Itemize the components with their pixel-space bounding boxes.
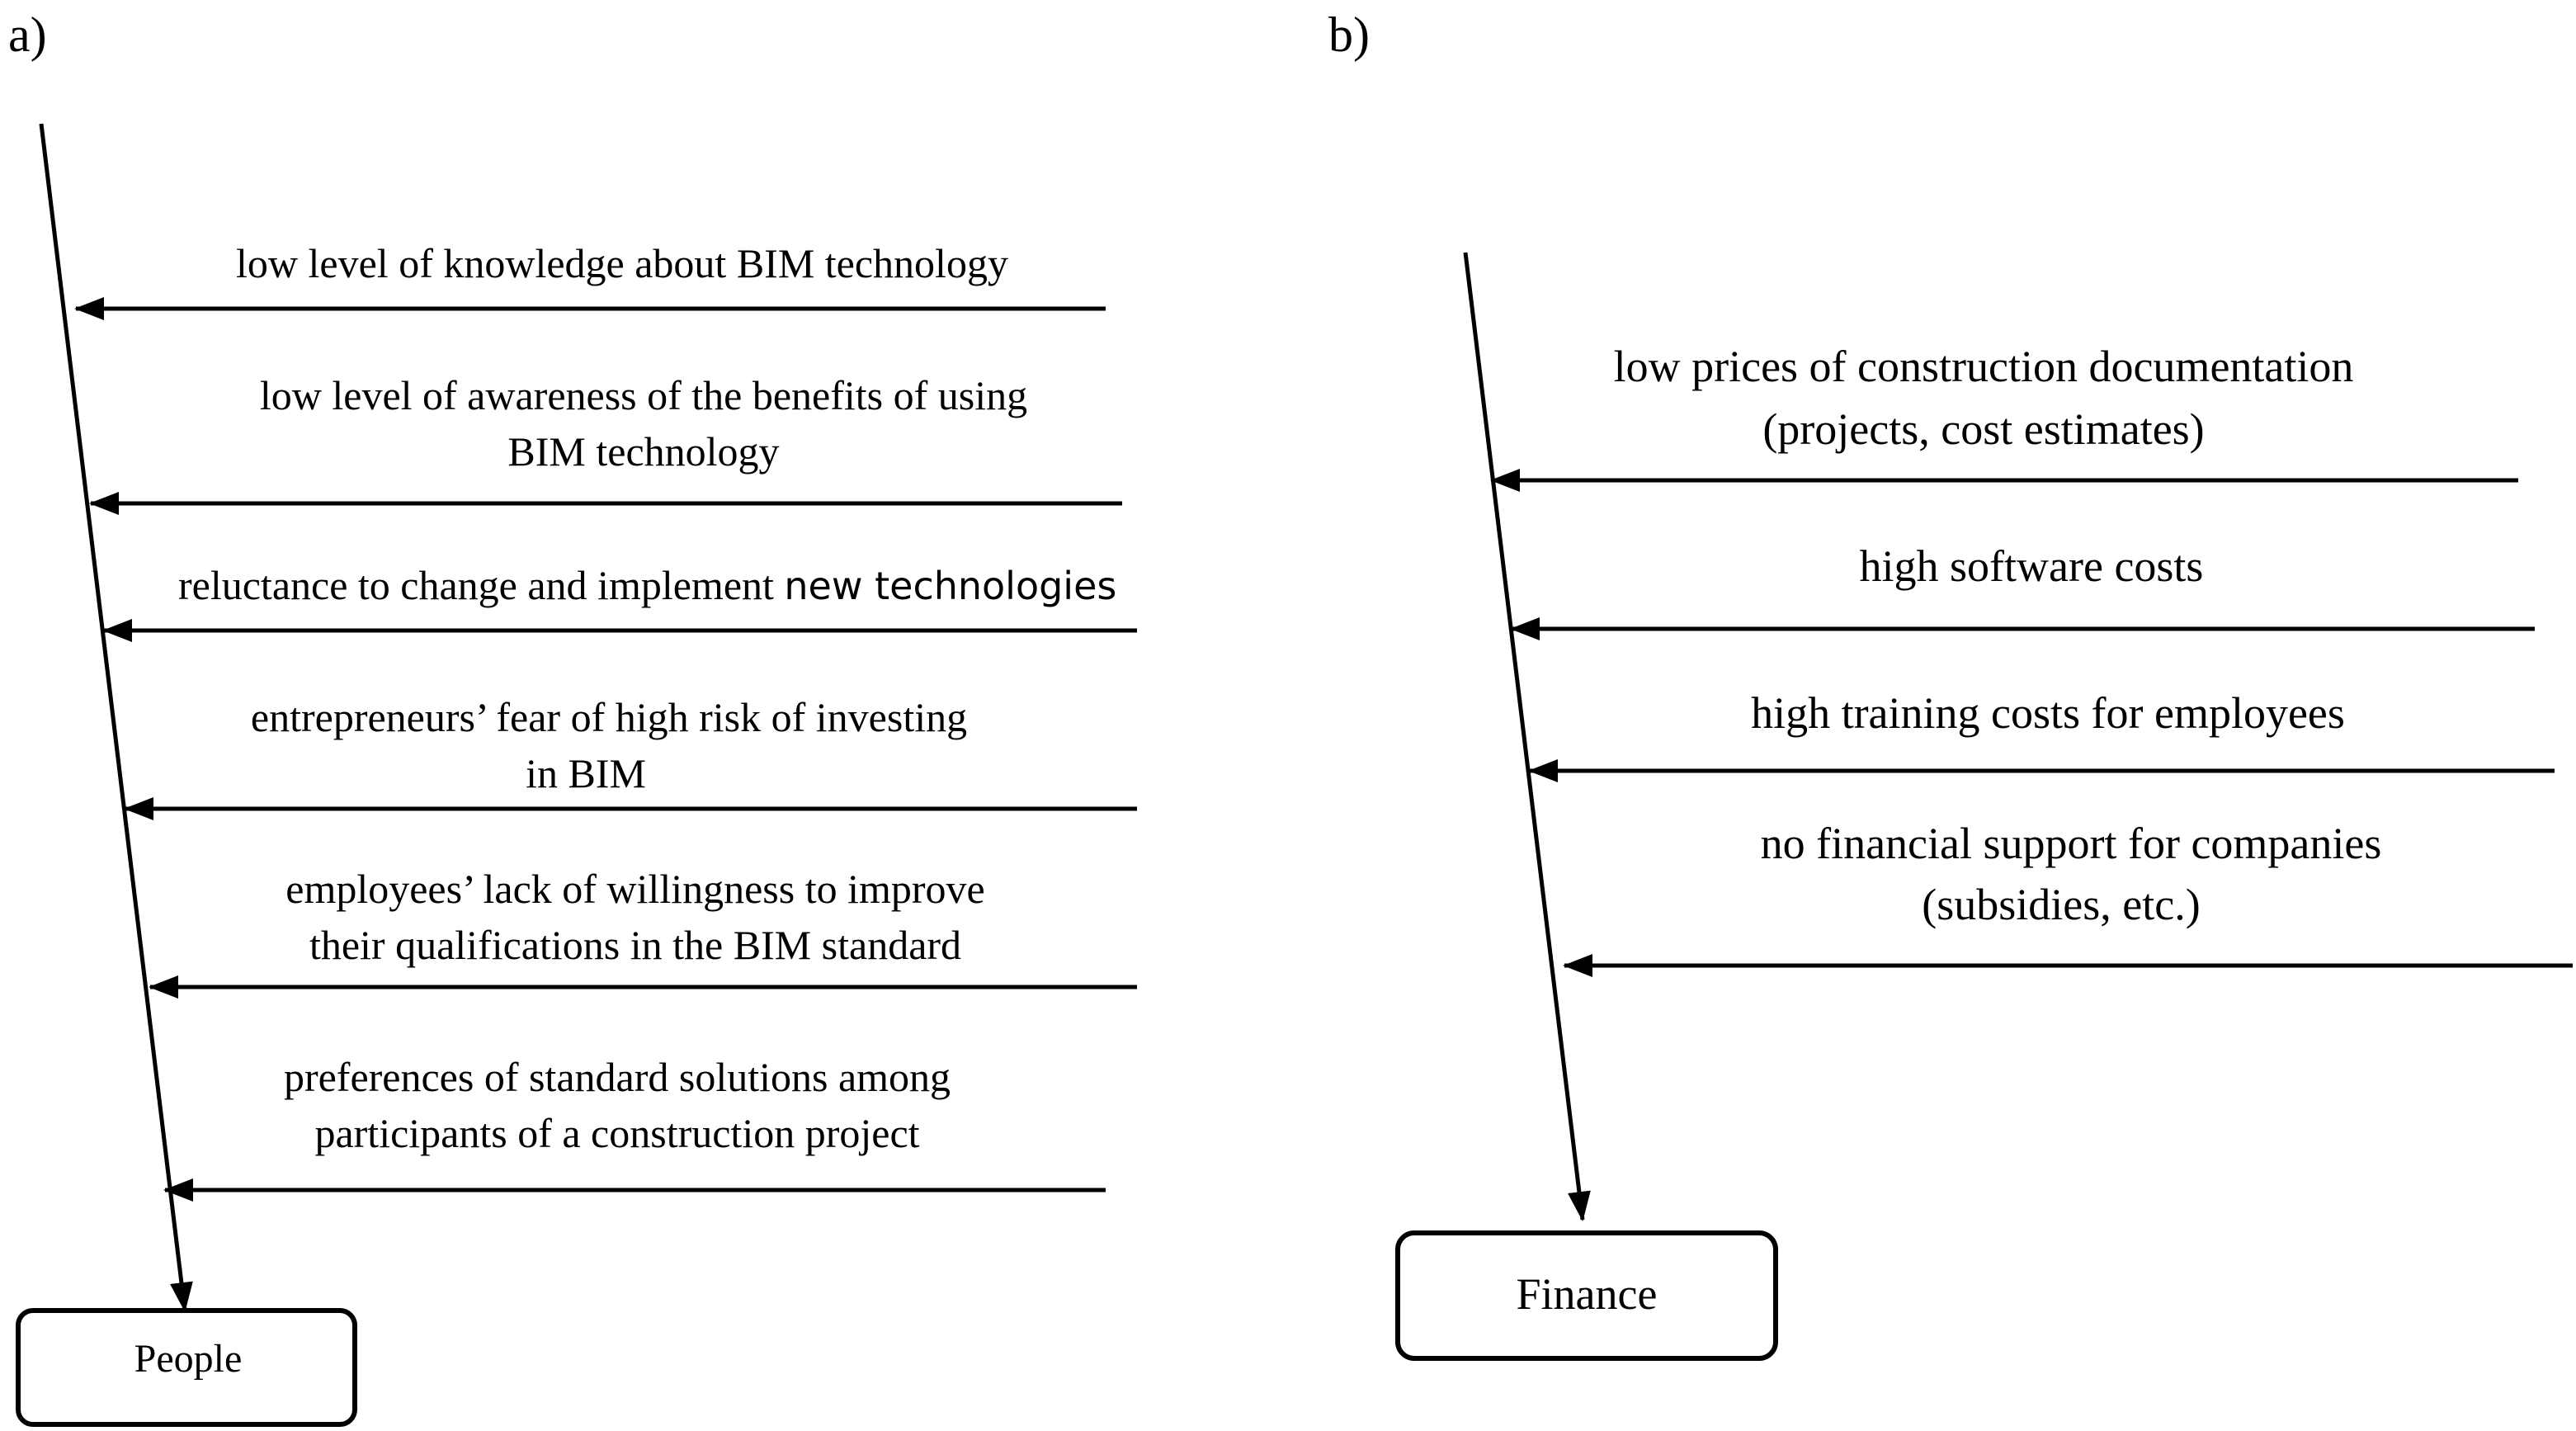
cause-label-line: (subsidies, etc.) xyxy=(1922,880,2200,929)
panel-a-effect: People xyxy=(16,1308,357,1427)
cause-label-line: employees’ lack of willingness to improv… xyxy=(285,866,985,912)
cause-label-line: high training costs for employees xyxy=(1751,688,2345,738)
panel-b-cause-2: high software costs xyxy=(1510,541,2535,640)
cause-label-line: BIM technology xyxy=(507,428,779,475)
panel-a-cause-2: low level of awareness of the benefits o… xyxy=(89,372,1122,515)
panel-a: a) low level of knowledge about BIM tech… xyxy=(8,7,1137,1427)
panel-a-cause-5: employees’ lack of willingness to improv… xyxy=(149,866,1137,999)
cause-label-line: low prices of construction documentation xyxy=(1614,342,2354,391)
effect-label: People xyxy=(134,1337,243,1381)
panel-b-spine xyxy=(1463,252,1591,1221)
panel-a-label: a) xyxy=(8,7,47,62)
cause-label-line: preferences of standard solutions among xyxy=(284,1054,951,1100)
cause-label-line: low level of knowledge about BIM technol… xyxy=(236,240,1008,286)
cause-label-line: low level of awareness of the benefits o… xyxy=(260,372,1027,418)
panel-b-cause-3: high training costs for employees xyxy=(1528,688,2555,782)
cause-label-segment: new technologies xyxy=(784,564,1116,608)
panel-a-cause-4: entrepreneurs’ fear of high risk of inve… xyxy=(124,694,1137,820)
cause-label-line: high software costs xyxy=(1860,541,2204,591)
effect-label: Finance xyxy=(1517,1269,1658,1319)
effect-box xyxy=(16,1308,357,1427)
cause-label-segment: reluctance to change and implement xyxy=(178,562,784,608)
cause-label-line: reluctance to change and implement new t… xyxy=(178,562,1116,608)
panel-b-cause-1: low prices of construction documentation… xyxy=(1490,342,2518,492)
panel-a-cause-3: reluctance to change and implement new t… xyxy=(102,562,1137,642)
panel-b-effect: Finance xyxy=(1395,1230,1778,1361)
cause-label-line: entrepreneurs’ fear of high risk of inve… xyxy=(251,694,967,740)
cause-label-line: in BIM xyxy=(526,750,646,796)
cause-label-line: their qualifications in the BIM standard xyxy=(309,922,961,968)
panel-a-cause-1: low level of knowledge about BIM technol… xyxy=(74,240,1106,320)
cause-label-line: (projects, cost estimates) xyxy=(1762,404,2204,454)
cause-label-line: participants of a construction project xyxy=(314,1110,919,1156)
panel-b: b) low prices of construction documentat… xyxy=(1328,7,2573,1361)
panel-b-label: b) xyxy=(1328,7,1370,62)
effect-box xyxy=(1395,1230,1778,1361)
cause-label-line: no financial support for companies xyxy=(1761,819,2382,868)
panel-a-cause-6: preferences of standard solutions among … xyxy=(163,1054,1106,1202)
panel-a-spine xyxy=(39,123,193,1312)
panel-b-cause-4: no financial support for companies (subs… xyxy=(1563,819,2573,977)
